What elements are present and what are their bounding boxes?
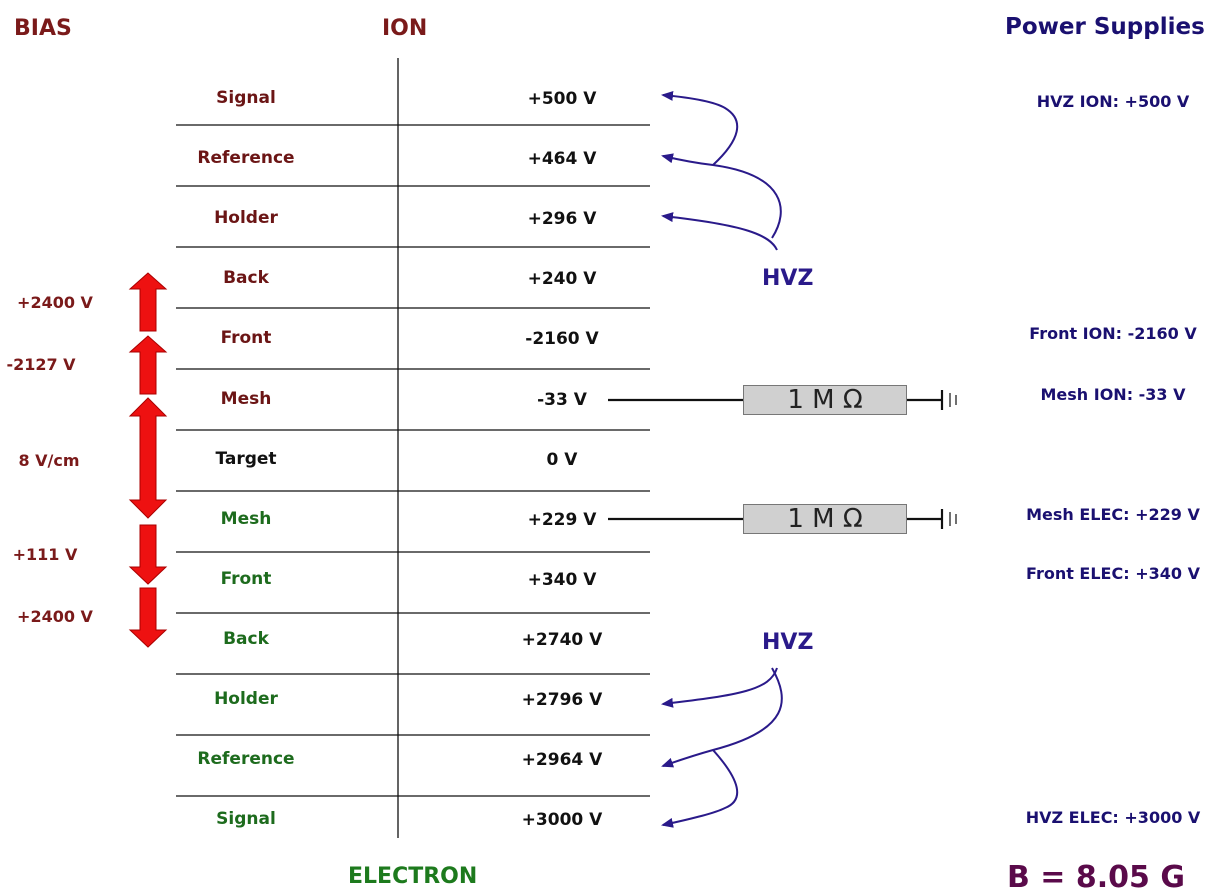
bias-header: BIAS: [14, 16, 72, 41]
row-voltage-ion-signal: +500 V: [527, 89, 597, 109]
bias-value: 8 V/cm: [18, 451, 80, 470]
row-label-ion-holder: Holder: [214, 208, 278, 228]
row-label-electron-back: Back: [223, 629, 269, 649]
row-voltage-ion-reference: +464 V: [527, 149, 597, 169]
ion-mesh-resistor-wire: [608, 390, 957, 410]
row-voltage-electron-signal: +3000 V: [521, 810, 603, 830]
hvz-arrow-ion-holder: [661, 212, 778, 251]
hvz-arrow-elec-reference: [661, 667, 783, 768]
row-voltage-target-target: 0 V: [546, 450, 578, 470]
row-label-ion-mesh: Mesh: [220, 389, 272, 409]
power-supplies-header: Power Supplies: [1005, 14, 1205, 40]
bias-arrows: [128, 272, 168, 648]
resistor-ion-mesh: 1 M Ω: [743, 385, 907, 415]
ion-header: ION: [382, 16, 428, 41]
row-voltage-electron-front: +340 V: [527, 570, 597, 590]
power-supply-front-elec: Front ELEC: +340 V: [1026, 564, 1200, 583]
bias-value: -2127 V: [6, 355, 76, 374]
row-voltage-electron-reference: +2964 V: [521, 750, 603, 770]
bias-value: +111 V: [12, 545, 78, 564]
hvz-electron-label: HVZ: [762, 630, 814, 655]
row-label-electron-mesh: Mesh: [220, 509, 272, 529]
power-supply-hvz-elec: HVZ ELEC: +3000 V: [1025, 808, 1201, 827]
row-voltage-ion-mesh: -33 V: [537, 390, 587, 410]
row-voltage-electron-mesh: +229 V: [527, 510, 597, 530]
hvz-ion-label: HVZ: [762, 266, 814, 291]
bias-arrow-2400-elec: [128, 587, 168, 648]
hvz-arrow-elec-holder: [661, 667, 778, 708]
b-field-value: B = 8.05 G: [1007, 860, 1185, 895]
row-voltage-electron-back: +2740 V: [521, 630, 603, 650]
row-label-target-target: Target: [215, 449, 277, 469]
hvz-arrow-elec-signal: [661, 749, 739, 828]
bias-arrow-8vcm: [128, 397, 168, 519]
power-supply-hvz-ion: HVZ ION: +500 V: [1036, 92, 1190, 111]
row-voltage-electron-holder: +2796 V: [521, 690, 603, 710]
bias-value: +2400 V: [17, 293, 93, 312]
power-supply-mesh-elec: Mesh ELEC: +229 V: [1026, 505, 1200, 524]
electron-header: ELECTRON: [348, 864, 478, 889]
row-label-ion-front: Front: [220, 328, 272, 348]
bias-arrow-111: [128, 524, 168, 585]
row-label-electron-holder: Holder: [214, 689, 278, 709]
row-label-ion-signal: Signal: [216, 88, 276, 108]
power-supply-mesh-ion: Mesh ION: -33 V: [1040, 385, 1186, 404]
row-voltage-ion-holder: +296 V: [527, 209, 597, 229]
resistor-elec-mesh: 1 M Ω: [743, 504, 907, 534]
hvz-electron-arrows: [661, 667, 783, 828]
row-label-electron-front: Front: [220, 569, 272, 589]
hvz-ion-arrows: [661, 90, 782, 251]
hvz-arrow-ion-reference: [661, 153, 782, 239]
row-label-electron-reference: Reference: [197, 749, 295, 769]
row-label-electron-signal: Signal: [216, 809, 276, 829]
bias-value: +2400 V: [17, 607, 93, 626]
elec-mesh-resistor-wire: [608, 509, 957, 529]
bias-arrow-2400-ion: [128, 272, 168, 332]
row-label-ion-back: Back: [223, 268, 269, 288]
hvz-arrow-ion-signal: [661, 90, 739, 166]
row-label-ion-reference: Reference: [197, 148, 295, 168]
row-voltage-ion-back: +240 V: [527, 269, 597, 289]
row-voltage-ion-front: -2160 V: [525, 329, 599, 349]
bias-arrow-2127: [128, 335, 168, 395]
power-supply-front-ion: Front ION: -2160 V: [1029, 324, 1197, 343]
